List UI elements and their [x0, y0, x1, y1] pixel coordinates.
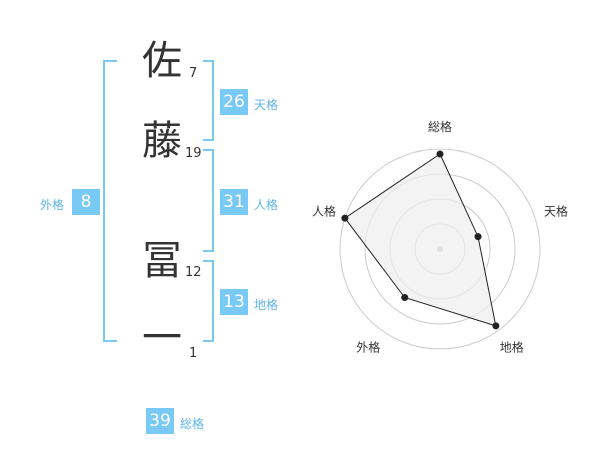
jinkaku-bracket [203, 149, 214, 252]
chikaku-bracket [203, 260, 214, 342]
radar-point [436, 150, 444, 158]
gaikaku-label: 外格 [40, 198, 65, 212]
name-char-2: 藤 [142, 118, 182, 164]
name-char-4-strokes: 1 [189, 346, 198, 361]
radar-points [341, 150, 500, 330]
soukaku-label: 総格 [180, 417, 205, 431]
chikaku-value: 13 [220, 289, 248, 315]
outer-bracket [103, 60, 117, 342]
radar-point [474, 233, 482, 241]
chikaku-label: 地格 [254, 298, 279, 312]
radar-axis-label: 総格 [428, 119, 452, 134]
soukaku-value: 39 [146, 408, 174, 434]
radar-axis-label: 天格 [544, 203, 568, 218]
name-char-4: 一 [142, 315, 182, 361]
radar-polygon [344, 153, 497, 327]
jinkaku-label: 人格 [254, 198, 279, 212]
tenkaku-value: 26 [220, 89, 248, 115]
name-char-1-strokes: 7 [189, 66, 198, 81]
name-char-3-strokes: 12 [185, 265, 202, 280]
radar-axis-label: 地格 [500, 340, 524, 355]
radar-point [492, 322, 500, 330]
radar-ring [339, 148, 541, 350]
name-char-1: 佐 [142, 38, 182, 84]
tenkaku-label: 天格 [254, 98, 279, 112]
radar-point [341, 214, 349, 222]
jinkaku-value: 31 [220, 189, 248, 215]
radar-axis-label: 外格 [356, 340, 380, 355]
name-char-2-strokes: 19 [185, 146, 202, 161]
gaikaku-value: 8 [72, 189, 100, 215]
tenkaku-bracket [203, 60, 214, 141]
radar-axis-label: 人格 [312, 203, 336, 218]
name-char-3: 冨 [142, 238, 182, 284]
radar-point [401, 294, 409, 302]
